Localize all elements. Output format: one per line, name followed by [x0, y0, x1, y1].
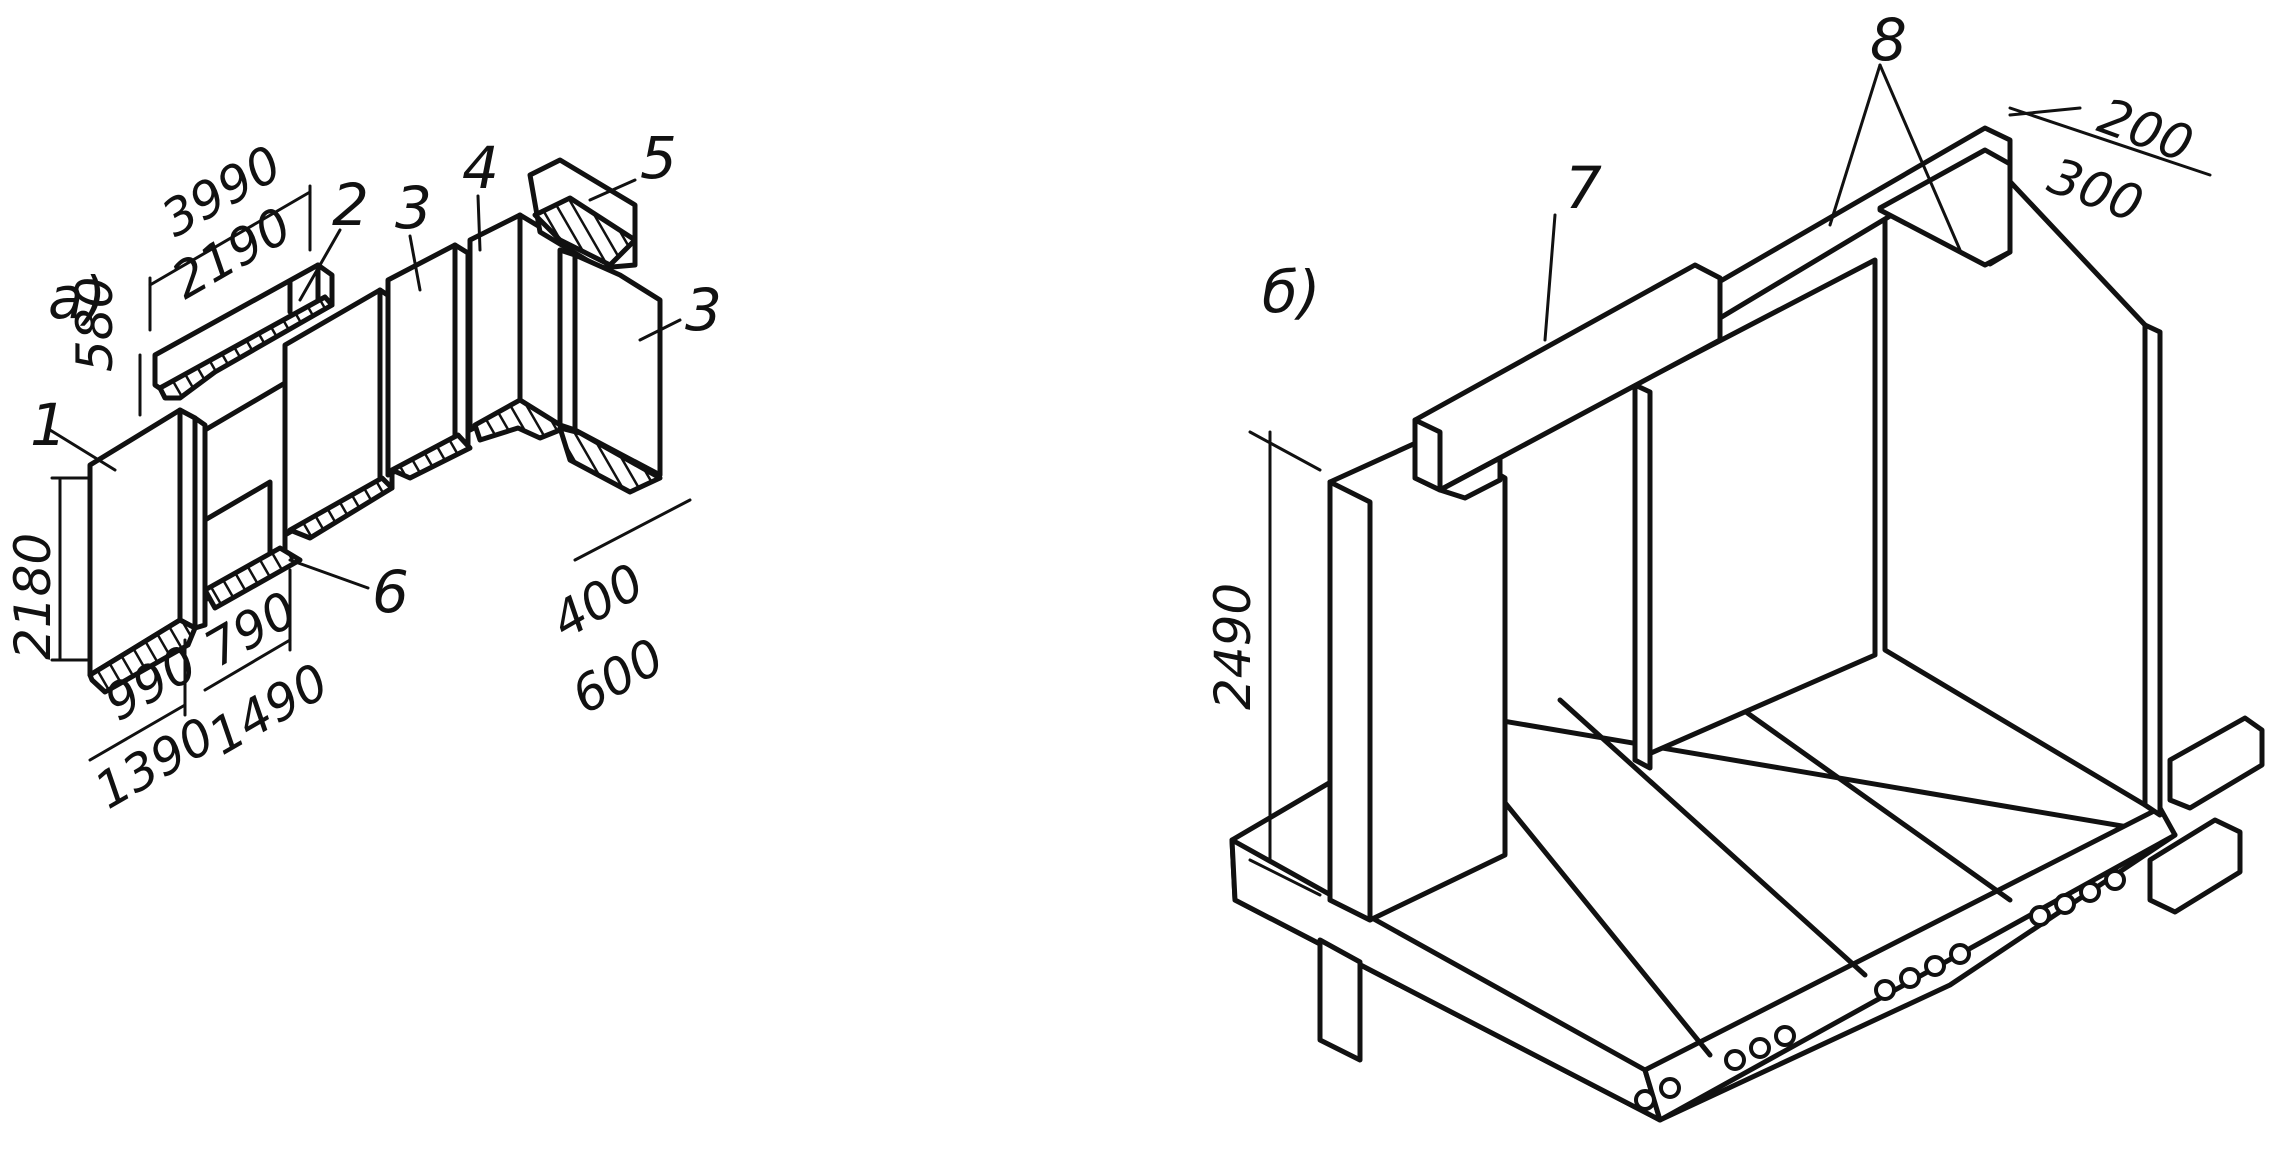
door-block [202, 380, 303, 611]
corner-panel-4 [467, 212, 573, 443]
marker-7: 7 [1565, 154, 1602, 222]
marker-5: 5 [640, 124, 677, 192]
marker-3a: 3 [395, 174, 432, 242]
figure-a: a) [4, 124, 722, 820]
marker-6: 6 [372, 558, 409, 626]
dim-300: 300 [2041, 147, 2151, 234]
figure-a-label: a) [48, 264, 106, 332]
dim-580: 580 [66, 277, 124, 372]
marker-8: 8 [1870, 6, 1907, 74]
figure-b: б) [1204, 6, 2265, 1123]
right-wall-panel-8 [1882, 152, 2163, 818]
panel-mid [282, 287, 395, 541]
panel-3b [557, 247, 663, 495]
panel-1 [87, 407, 208, 695]
panel-3a [385, 242, 473, 481]
top-beam-8 [1702, 125, 2013, 321]
figure-b-label: б) [1262, 258, 1320, 326]
lintel-7 [1412, 262, 1723, 501]
dim-2180: 2180 [4, 533, 62, 660]
marker-4: 4 [462, 134, 499, 202]
marker-2: 2 [332, 171, 369, 239]
support-beams [1317, 715, 2265, 1063]
marker-1: 1 [30, 391, 67, 459]
dim-2490: 2490 [1204, 583, 1262, 710]
dim-200: 200 [2091, 87, 2201, 174]
dimensions-a [50, 184, 692, 762]
corner-piece-5 [527, 157, 638, 271]
middle-panel [1632, 257, 1878, 771]
dimensions-b [1248, 63, 2212, 897]
lintel-2 [152, 262, 335, 401]
left-wall-panel [1327, 429, 1508, 923]
marker-3b: 3 [685, 276, 722, 344]
